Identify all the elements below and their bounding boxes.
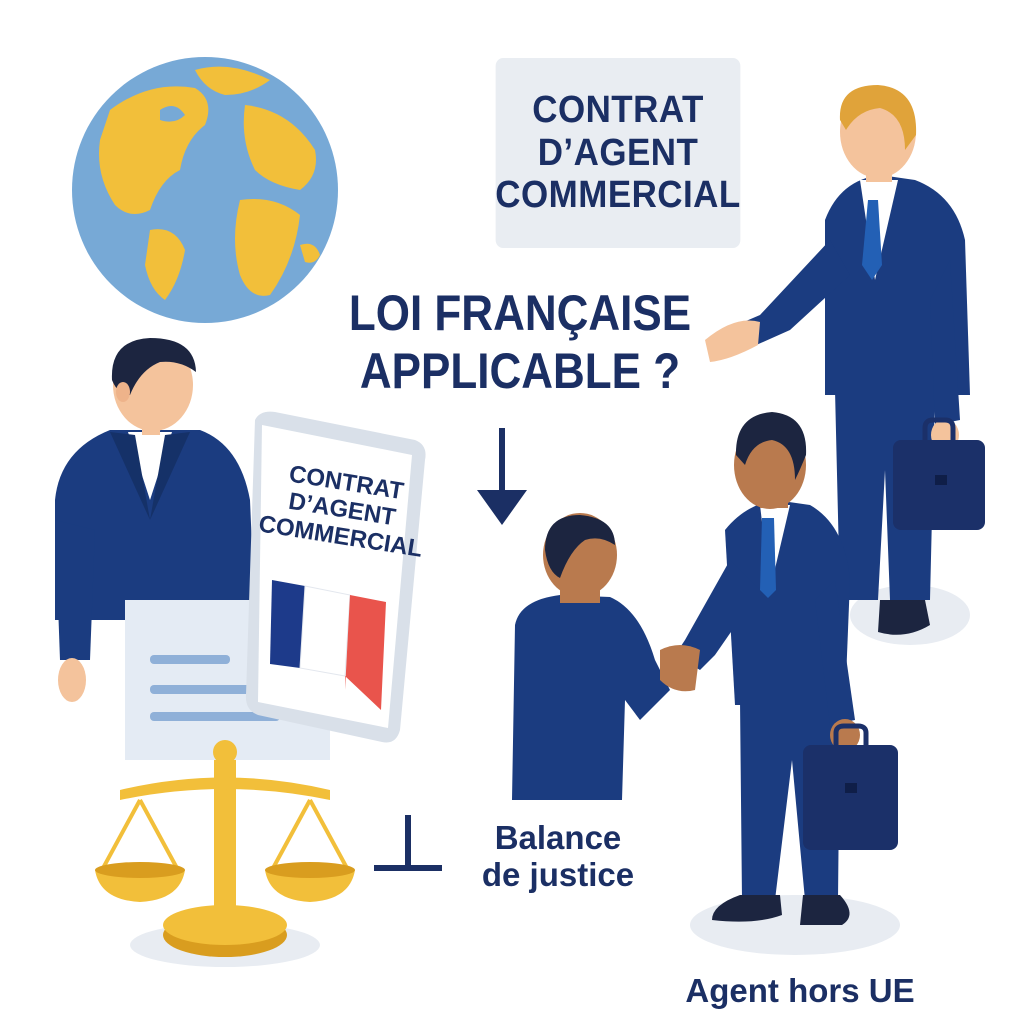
contract-title-box: CONTRAT D’AGENT COMMERCIAL [495,58,741,248]
briefcase-icon [803,723,898,850]
question-line2: APPLICABLE ? [359,343,681,399]
balance-label: Balance de justice [468,819,648,894]
perpendicular-icon [374,815,442,871]
contract-title-line3: COMMERCIAL [495,174,741,217]
globe-icon [72,57,338,323]
french-flag-icon [270,580,386,710]
balance-label-line1: Balance [494,819,622,856]
main-question: LOI FRANÇAISE APPLICABLE ? [326,284,713,400]
right-businessman [660,412,900,955]
contract-document [245,411,426,743]
balance-label-line2: de justice [481,855,635,893]
top-right-businessman [705,85,985,645]
agent-label: Agent hors UE [685,972,915,1009]
question-line1: LOI FRANÇAISE [348,285,692,341]
contract-title-line1: CONTRAT [532,89,704,132]
down-arrow-icon [477,428,527,525]
briefcase-icon [893,417,985,530]
scales-of-justice-icon [95,740,355,967]
contract-title-line2: D’AGENT [537,131,699,174]
left-businessman [55,338,255,702]
center-businessman [512,513,670,800]
